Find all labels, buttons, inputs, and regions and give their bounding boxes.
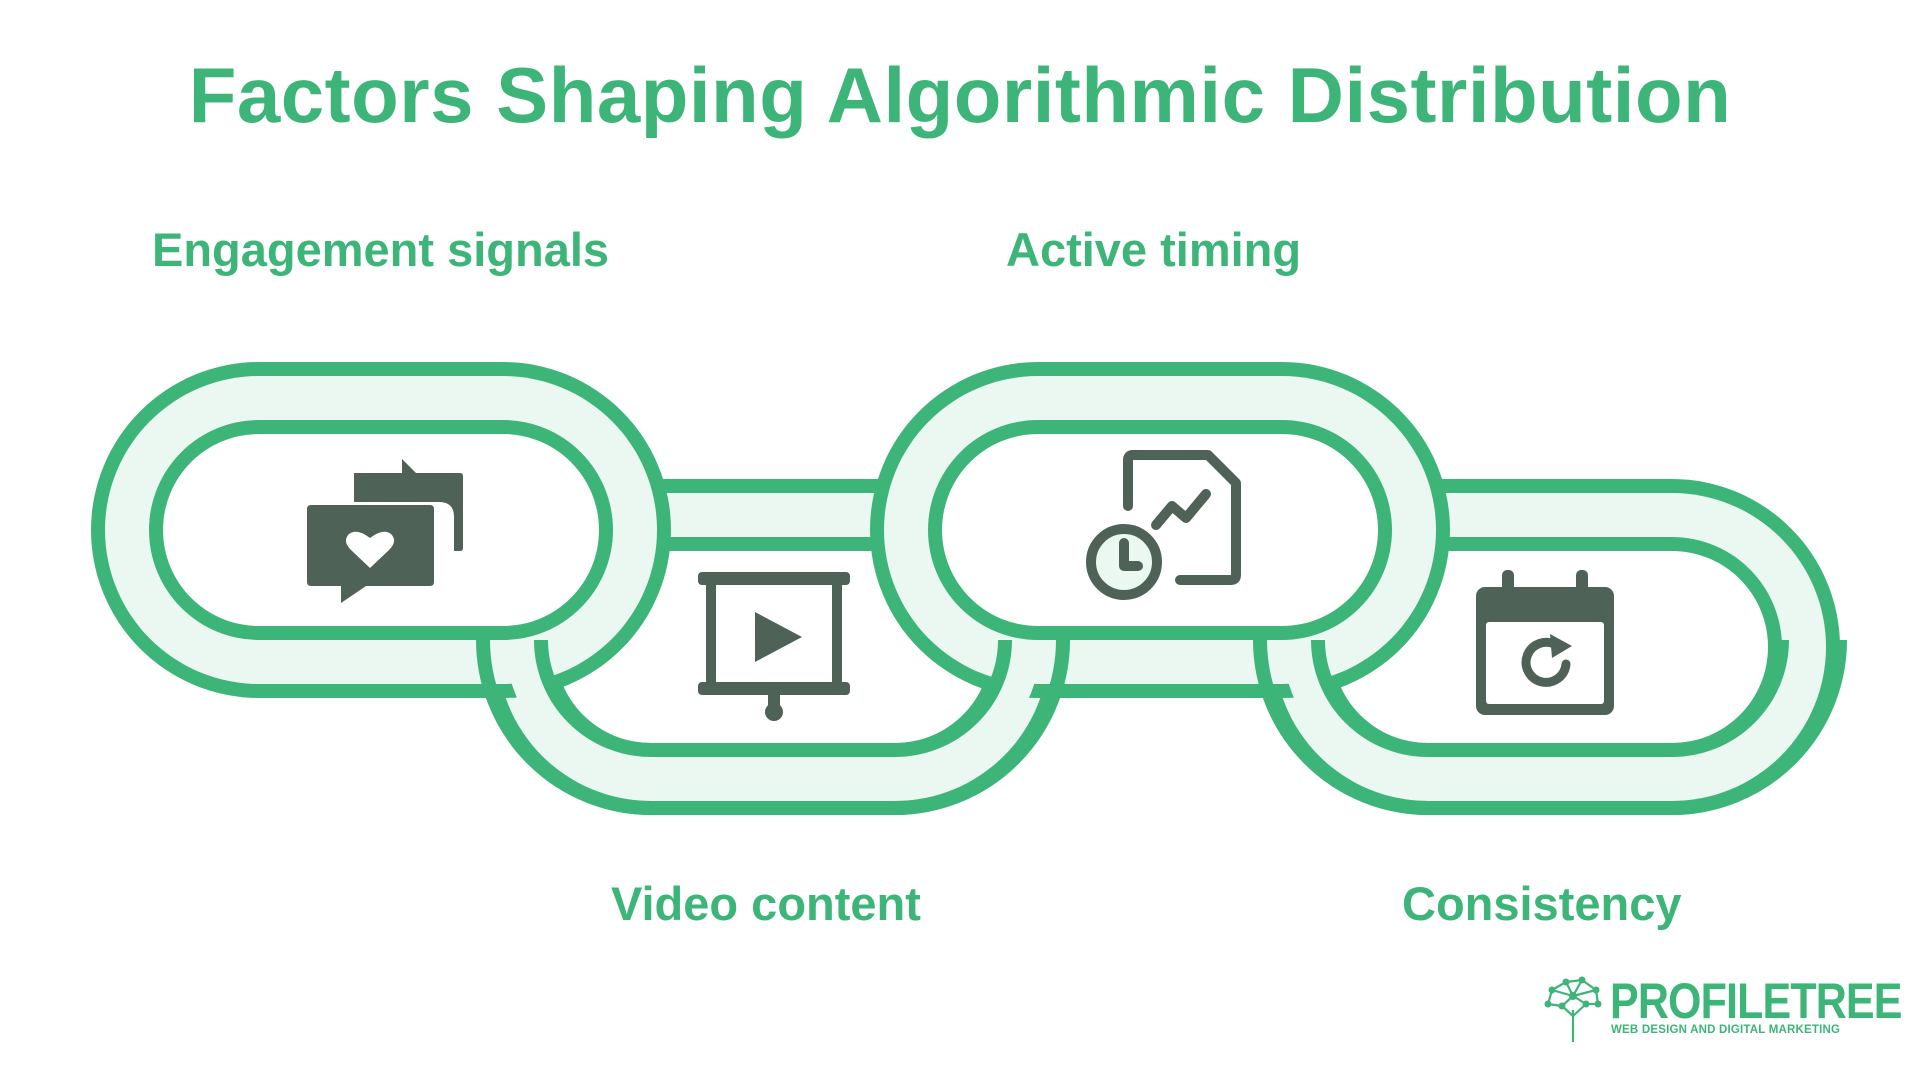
factor-label-consistency: Consistency [1402, 877, 1682, 930]
clock-chart-icon [1086, 450, 1241, 600]
factor-label-video-content: Video content [611, 877, 921, 930]
factor-label-active-timing: Active timing [1006, 223, 1302, 276]
calendar-refresh-icon [1476, 570, 1614, 715]
factor-label-engagement-signals: Engagement signals [152, 223, 610, 276]
chat-heart-icon [307, 459, 463, 603]
chain-link-active-timing [870, 362, 1450, 698]
presentation-play-icon [698, 572, 850, 721]
page-title: Factors Shaping Algorithmic Distribution [188, 51, 1732, 139]
logo-wordmark: PROFILETREE [1610, 973, 1902, 1029]
chain-link-consistency-front [1253, 639, 1847, 815]
brand-logo: PROFILETREE WEB DESIGN AND DIGITAL MARKE… [1540, 972, 1902, 1042]
tree-network-icon [1544, 976, 1602, 1042]
logo-tagline: WEB DESIGN AND DIGITAL MARKETING [1611, 1024, 1841, 1036]
chain-link-video-content-front [476, 639, 1070, 815]
